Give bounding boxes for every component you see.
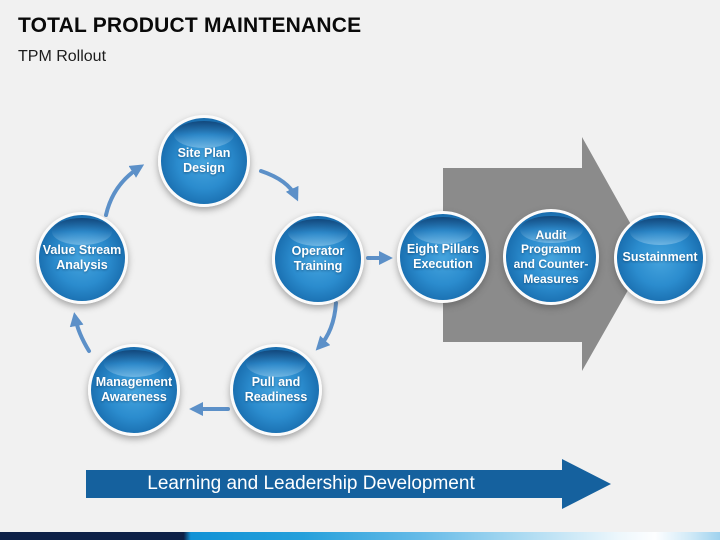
- node-operator-training: Operator Training: [272, 213, 364, 305]
- node-label: Pull and Readiness: [244, 374, 308, 404]
- node-label: Management Awareness: [95, 374, 173, 404]
- page-subtitle: TPM Rollout: [18, 48, 107, 65]
- node-eight-pillars-execution: Eight Pillars Execution: [397, 211, 489, 303]
- arrow-site-plan-to-operator: [259, 169, 299, 202]
- node-label: Operator Training: [291, 243, 345, 273]
- node-pull-and-readiness: Pull and Readiness: [230, 344, 322, 436]
- banner-label: Learning and Leadership Development: [147, 473, 475, 494]
- node-label: Site Plan Design: [177, 145, 231, 175]
- node-value-stream-analysis: Value Stream Analysis: [36, 212, 128, 304]
- arrow-value-stream-to-site-plan: [104, 164, 145, 217]
- node-site-plan-design: Site Plan Design: [158, 115, 250, 207]
- page-title: TOTAL PRODUCT MAINTENANCE: [18, 14, 362, 37]
- node-label: Eight Pillars Execution: [406, 241, 480, 271]
- node-label: Value Stream Analysis: [42, 242, 122, 272]
- footer-accent-bar: [0, 532, 720, 540]
- arrow-management-to-value-stream: [69, 312, 91, 353]
- arrow-operator-to-pull: [315, 301, 338, 351]
- node-label: Sustainment: [622, 250, 698, 265]
- node-sustainment: Sustainment: [614, 212, 706, 304]
- node-label: Audit Programm and Counter-Measures: [513, 227, 589, 286]
- node-management-awareness: Management Awareness: [88, 344, 180, 436]
- node-audit-programm-counter-measures: Audit Programm and Counter-Measures: [503, 209, 599, 305]
